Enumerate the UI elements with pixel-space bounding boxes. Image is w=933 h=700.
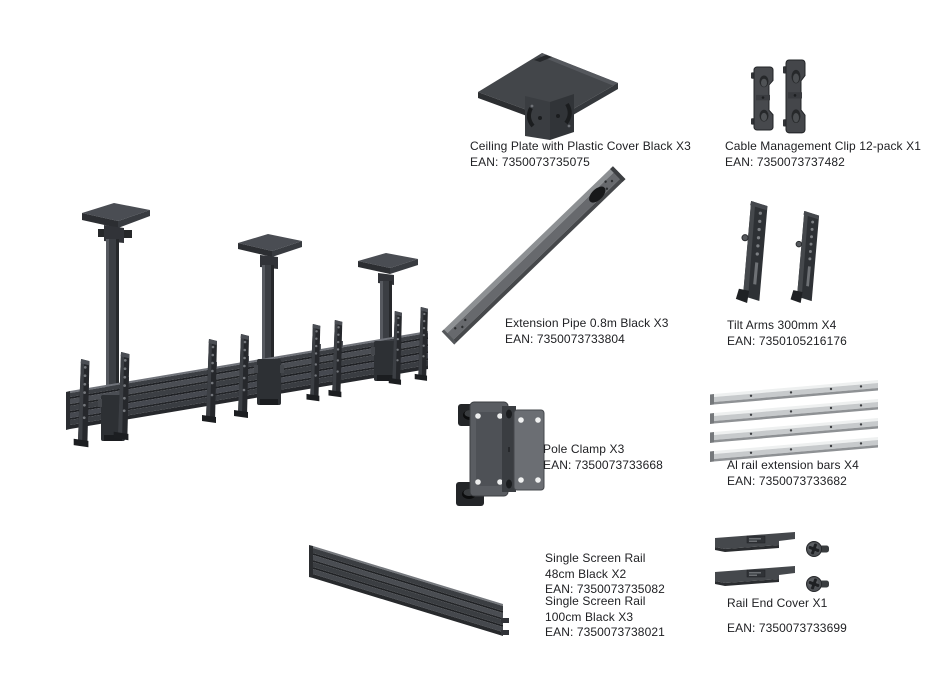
extension-pipe-label: Extension Pipe 0.8m Black X3 EAN: 735007… (505, 316, 669, 347)
part-ean: EAN: 7350073737482 (725, 154, 845, 169)
part-ean: EAN: 7350073738021 (545, 625, 665, 639)
part-name: Extension Pipe 0.8m Black X3 (505, 316, 669, 330)
ceiling-plate-image (472, 48, 622, 140)
tilt-arms-image (733, 197, 841, 315)
ceiling-plate-label: Ceiling Plate with Plastic Cover Black X… (470, 139, 691, 170)
cable-clip-label: Cable Management Clip 12-pack X1 EAN: 73… (725, 139, 921, 170)
part-ean: EAN: 7350073733804 (505, 331, 625, 346)
part-name: Cable Management Clip 12-pack X1 (725, 139, 921, 153)
part-name: Pole Clamp X3 (543, 442, 625, 456)
part-size: 100cm Black X3 (545, 609, 634, 624)
ceiling-pole-2 (238, 234, 302, 361)
part-ean: EAN: 7350073733682 (727, 473, 847, 488)
ceiling-pole-1 (82, 203, 150, 389)
rail-end-cover-label: Rail End Cover X1 EAN: 7350073733699 (727, 596, 847, 636)
part-name: Single Screen Rail (545, 594, 646, 608)
ceiling-pole-3 (358, 253, 418, 341)
part-ean: EAN: 7350073733699 (727, 620, 847, 635)
cable-clip-image (744, 58, 816, 142)
extension-pipe-image (438, 156, 633, 351)
pole-clamp-image (450, 392, 550, 514)
part-ean: EAN: 7350073733668 (543, 457, 663, 472)
part-name: Single Screen Rail (545, 551, 646, 565)
pole-clamp-label: Pole Clamp X3 EAN: 7350073733668 (543, 442, 663, 473)
part-name: Tilt Arms 300mm X4 (727, 318, 837, 332)
single-screen-rail-48-label: Single Screen Rail 48cm Black X2 EAN: 73… (545, 551, 665, 598)
part-ean: EAN: 7350105216176 (727, 333, 847, 348)
part-name: Ceiling Plate with Plastic Cover Black X… (470, 139, 691, 153)
main-assembly-illustration (40, 195, 460, 485)
part-ean: EAN: 7350073735075 (470, 154, 590, 169)
al-rail-bars-label: Al rail extension bars X4 EAN: 735007373… (727, 458, 859, 489)
ceiling-rail-assembly-image (66, 203, 428, 448)
part-ean: EAN: 7350073735082 (545, 582, 665, 596)
rail-end-cover-image (710, 524, 842, 598)
al-rail-bars-image (706, 374, 890, 466)
single-screen-rail-100-label: Single Screen Rail 100cm Black X3 EAN: 7… (545, 594, 665, 641)
part-name: Rail End Cover X1 (727, 596, 828, 610)
part-name: Al rail extension bars X4 (727, 458, 859, 472)
part-size: 48cm Black X2 (545, 566, 627, 581)
silver-bar (710, 380, 878, 405)
tilt-arms-label: Tilt Arms 300mm X4 EAN: 7350105216176 (727, 318, 847, 349)
single-screen-rail-image (303, 540, 518, 645)
